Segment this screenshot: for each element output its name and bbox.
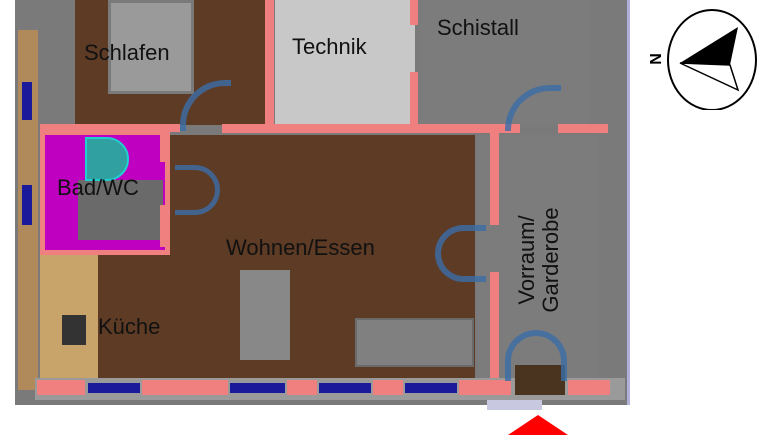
wall (490, 130, 499, 225)
room-label-bad-wc: Bad/WC (57, 175, 139, 200)
wall (222, 124, 422, 133)
wall (410, 0, 418, 25)
room-label-schistall: Schistall (437, 15, 519, 40)
vorraum-line: Vorraum/ (514, 215, 539, 305)
sofa (355, 318, 474, 367)
window (88, 383, 140, 393)
window (319, 383, 371, 393)
stove (62, 315, 86, 345)
compass-north-label: N (647, 53, 665, 65)
wall (558, 124, 608, 133)
garderobe-line: Garderobe (538, 207, 563, 313)
technik-floor (275, 0, 415, 125)
window (230, 383, 285, 393)
wall (160, 130, 168, 162)
floor-plan: Schlafen Technik Schistall Bad/WC Wohnen… (15, 0, 630, 435)
window (405, 383, 457, 393)
wall (459, 380, 511, 395)
wall (37, 380, 85, 395)
wall (265, 0, 274, 130)
wall (142, 380, 228, 395)
wall (373, 380, 403, 395)
wall (40, 124, 180, 132)
wall (420, 124, 520, 133)
shower-door (85, 137, 129, 181)
wall (568, 380, 610, 395)
room-label-technik: Technik (292, 34, 367, 59)
door-swing (175, 165, 220, 215)
bed (108, 0, 194, 94)
door-swing (180, 80, 231, 131)
window (22, 185, 32, 225)
compass: N (648, 5, 760, 111)
room-label-wohnen-essen: Wohnen/Essen (226, 235, 375, 260)
door-swing (435, 225, 486, 282)
wall (490, 272, 499, 390)
wall (160, 205, 168, 247)
compass-arrow-icon (667, 9, 757, 111)
window (22, 82, 32, 120)
room-label-vorraum-garderobe: Vorraum/ Garderobe (514, 200, 565, 320)
entrance-step (487, 400, 542, 410)
door-swing (505, 330, 567, 381)
wall (410, 72, 418, 130)
entrance-arrow-icon (508, 415, 568, 435)
wall (287, 380, 317, 395)
bad-inner (78, 180, 163, 240)
room-label-kueche: Küche (98, 314, 161, 339)
room-label-schlafen: Schlafen (84, 40, 170, 65)
schistall-floor (420, 0, 590, 125)
dining-table (240, 270, 290, 360)
